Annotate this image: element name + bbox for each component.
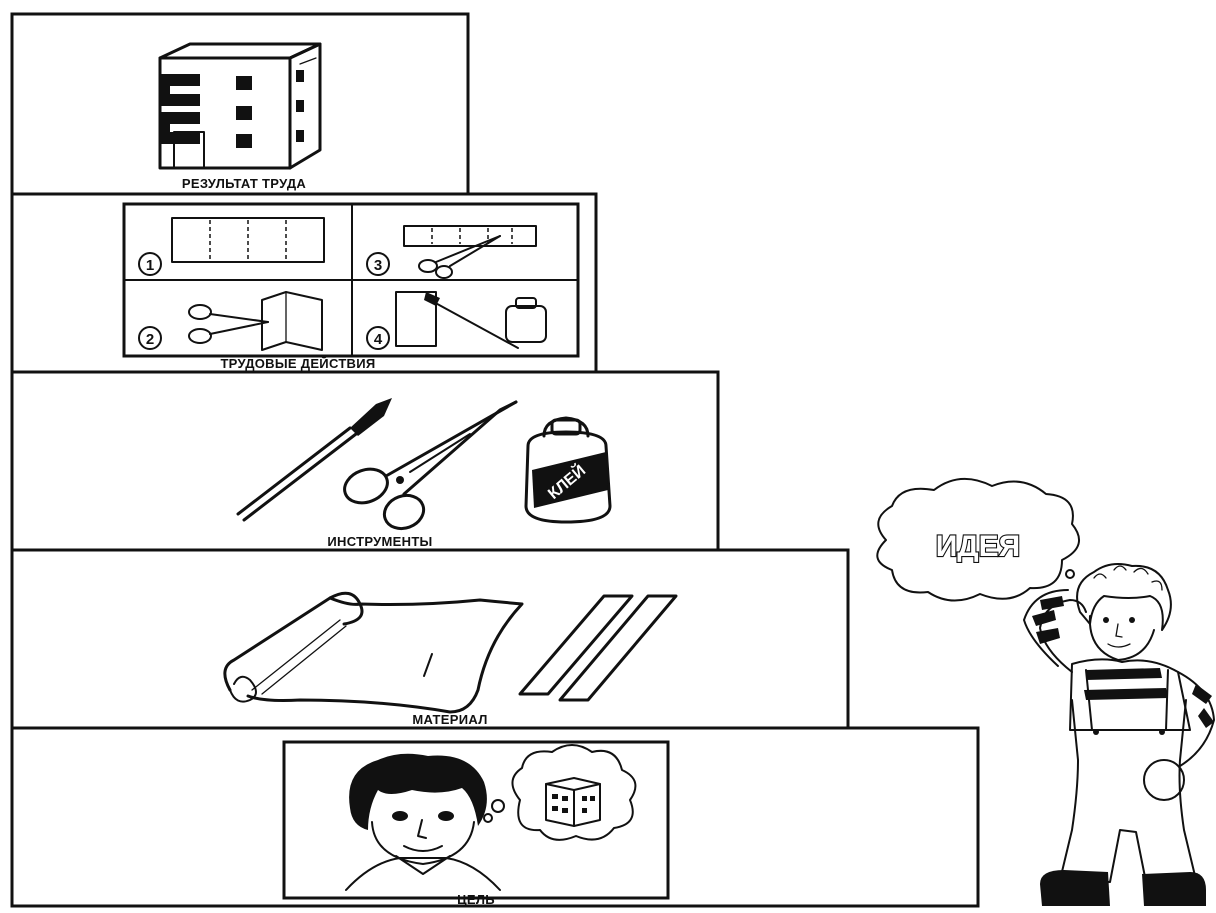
step-4-number: 4	[374, 331, 383, 348]
thinking-boy-figure	[1024, 564, 1214, 906]
idea-word: ИДЕЯ	[936, 530, 1021, 563]
label-result: РЕЗУЛЬТАТ ТРУДА	[182, 176, 306, 191]
step-2-number: 2	[146, 331, 154, 348]
label-goal: ЦЕЛЬ	[457, 892, 495, 907]
level-goal: ЦЕЛЬ	[12, 728, 978, 907]
goal-picture-frame	[284, 742, 668, 898]
level-result: РЕЗУЛЬТАТ ТРУДА	[12, 14, 468, 194]
level-material: МАТЕРИАЛ	[12, 550, 848, 728]
step-3-number: 3	[374, 257, 382, 274]
label-actions: ТРУДОВЫЕ ДЕЙСТВИЯ	[220, 356, 375, 371]
idea-thought-bubble: ИДЕЯ	[877, 479, 1079, 601]
label-material: МАТЕРИАЛ	[412, 712, 487, 727]
level-actions: 1 3 2	[12, 194, 596, 372]
level-tools: КЛЕЙ ИНСТРУМЕНТЫ	[12, 372, 718, 550]
step-1-number: 1	[146, 257, 154, 274]
label-tools: ИНСТРУМЕНТЫ	[327, 534, 432, 549]
